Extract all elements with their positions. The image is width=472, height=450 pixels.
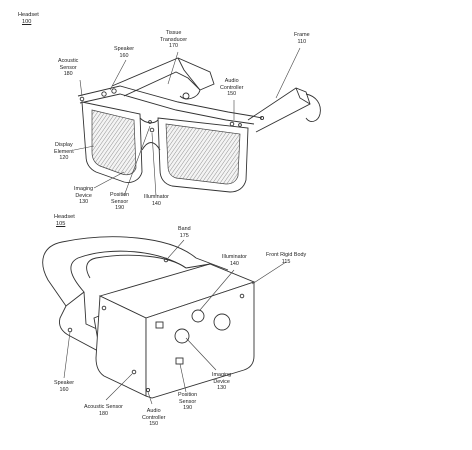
leader-lines-b: [63, 239, 287, 405]
label-position-sensor-190-b: Position Sensor 190: [178, 392, 198, 412]
display-element-right: [165, 123, 241, 185]
acoustic-sensor-dot: [79, 96, 85, 102]
near-temple-arm: [247, 87, 311, 133]
far-temple-tip: [179, 89, 201, 100]
speaker-dot-2: [111, 88, 117, 94]
label-audio-controller-150-b: Audio Controller 150: [142, 408, 166, 428]
position-sensor-dot: [238, 123, 242, 127]
imaging-device-circle: [213, 313, 231, 331]
label-position-sensor-190-a: Position Sensor 190: [110, 192, 130, 212]
label-acoustic-sensor-180: Acoustic Sensor 180: [58, 58, 79, 78]
label-tissue-transducer-170: Tissue Transducer 170: [160, 30, 188, 50]
audio-controller-dot: [229, 121, 235, 127]
label-imaging-device-130-a: Imaging Device 130: [74, 186, 94, 206]
band-top-dot: [163, 257, 169, 263]
bridge: [139, 117, 161, 151]
audio-controller-dot-b: [145, 387, 151, 393]
label-audio-controller-150: Audio Controller 150: [220, 78, 244, 98]
imaging-device-dot: [148, 120, 152, 124]
front-rigid-body-front: [145, 281, 255, 399]
imaging-device-circle-2: [174, 328, 190, 344]
leader-lines-a: [73, 47, 301, 197]
label-speaker-160-b: Speaker 160: [54, 380, 75, 393]
speaker-dot: [101, 91, 107, 97]
front-rigid-body-side: [95, 295, 147, 397]
headset-105-header: Headset 105: [54, 214, 75, 227]
label-imaging-device-130-b: Imaging Device 130: [212, 372, 232, 392]
label-frame-110: Frame 110: [294, 32, 310, 45]
speaker-dot-b: [67, 327, 73, 333]
frame-hinge-dot: [259, 115, 265, 121]
hmd-headset: [42, 236, 287, 405]
tissue-transducer-shape: [182, 92, 190, 100]
front-corner-dot: [239, 293, 245, 299]
far-temple-arm: [111, 57, 215, 97]
band: [42, 236, 197, 307]
side-dot-lower: [131, 369, 137, 375]
label-band-175: Band 175: [178, 226, 191, 239]
display-element-left: [91, 109, 137, 176]
label-acoustic-sensor-180-b: Acoustic Sensor 180: [84, 404, 123, 417]
position-sensor-square: [175, 357, 184, 365]
label-speaker-160: Speaker 160: [114, 46, 135, 59]
label-illuminator-140-a: Illuminator 140: [144, 194, 169, 207]
label-illuminator-140-b: Illuminator 140: [222, 254, 247, 267]
illuminator-dot: [149, 127, 155, 133]
acoustic-sensor-square: [155, 321, 164, 329]
label-front-rigid-body-115: Front Rigid Body 115: [266, 252, 307, 265]
glasses-headset: [73, 47, 321, 197]
illuminator-circle: [191, 309, 205, 323]
side-dot-upper: [101, 305, 107, 311]
label-display-element-120: Display Element 120: [54, 142, 74, 162]
headset-100-header: Headset 100: [18, 12, 39, 25]
near-temple-tip: [305, 93, 321, 122]
